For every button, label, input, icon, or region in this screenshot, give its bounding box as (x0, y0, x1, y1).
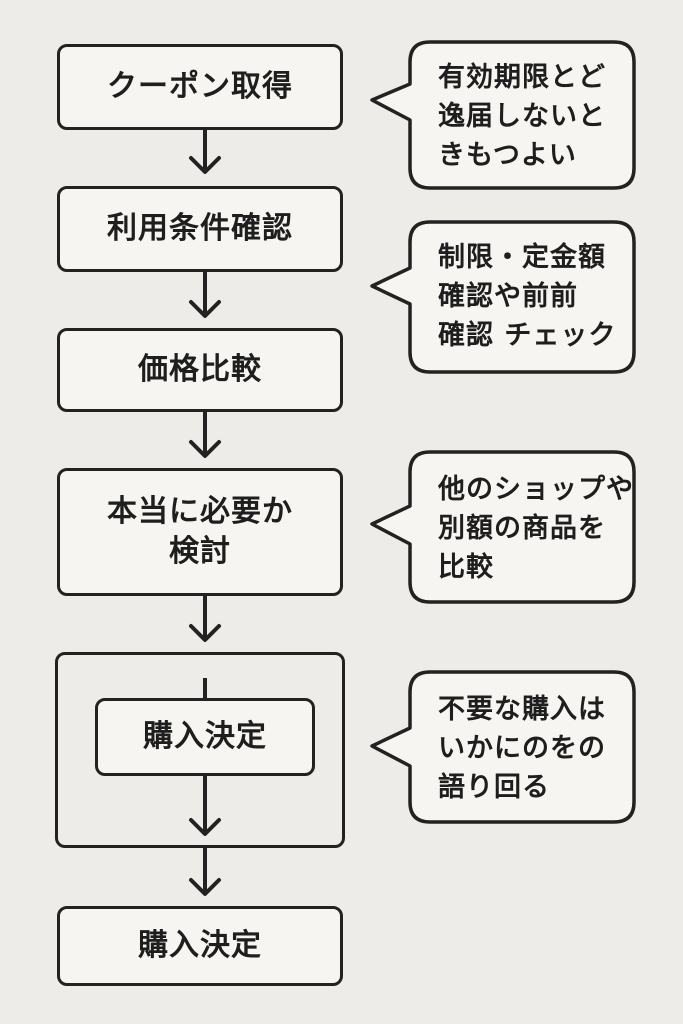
callout-bubble-3 (370, 450, 636, 604)
step-coupon: クーポン取得 (57, 44, 343, 130)
note-3-text: 他のショップや 別額の商品を 比較 (438, 474, 634, 584)
step-price-label: 価格比較 (138, 351, 262, 387)
step-decide-label: 購入決定 (138, 927, 262, 963)
step-need-label: 本当に必要か 検討 (107, 493, 293, 570)
arrow-group-to-decide (189, 848, 221, 896)
step-terms: 利用条件確認 (57, 186, 343, 272)
step-price: 価格比較 (57, 328, 343, 412)
step-coupon-label: クーポン取得 (107, 68, 293, 104)
step-terms-label: 利用条件確認 (107, 210, 293, 246)
arrow-terms-to-price (189, 270, 221, 318)
arrow-price-to-need (189, 410, 221, 458)
note-1-text: 有効期限とど 逸届しないと きもつよい (438, 62, 606, 172)
note-2-text: 制限・定金額 確認や前前 確認 チェック (438, 242, 617, 352)
step-decide-inner-label: 購入決定 (143, 718, 267, 754)
arrow-need-to-group (189, 596, 221, 642)
callout-bubble-2 (370, 220, 636, 374)
step-decide-inner: 購入決定 (95, 698, 315, 776)
note-4-text: 不要な購入は いかにのをの 語り回る (438, 694, 606, 804)
arrow-inner-to-group-bottom (189, 776, 221, 836)
callout-bubble-1 (370, 40, 636, 190)
arrow-coupon-to-terms (189, 128, 221, 174)
callout-bubble-4 (370, 670, 636, 824)
decision-group-frame (55, 652, 345, 848)
step-decide: 購入決定 (57, 906, 343, 986)
step-need: 本当に必要か 検討 (57, 468, 343, 596)
